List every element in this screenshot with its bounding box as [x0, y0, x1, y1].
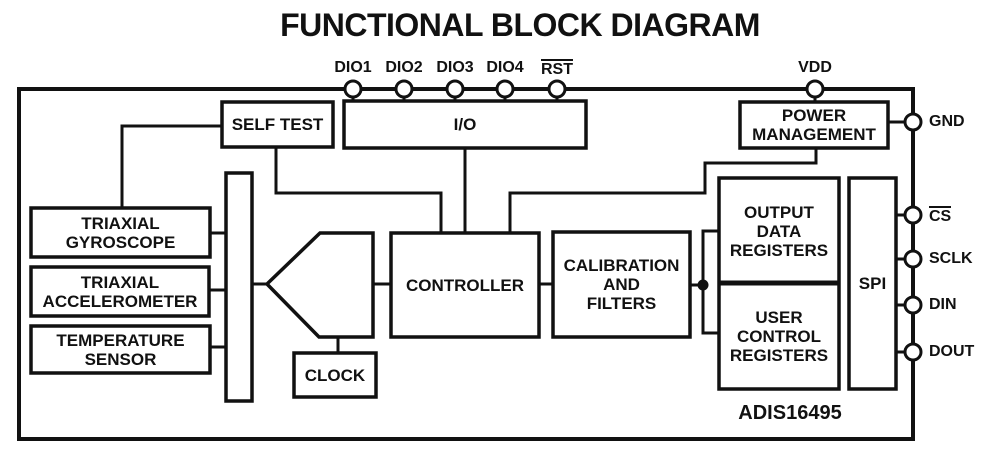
wire-selftest-to-gyro: [120, 124, 224, 210]
accelerometer-box: [29, 265, 211, 318]
rst-overline-text: RST: [541, 58, 573, 78]
wire-junction-dot: [697, 279, 709, 291]
pin-vdd: [805, 79, 825, 99]
pin-label-dio3: DIO3: [436, 59, 474, 76]
pin-dio1: [343, 79, 363, 99]
pin-dio2: [394, 79, 414, 99]
power-management-box: [738, 100, 890, 150]
cs-overline-text: CS: [929, 205, 952, 225]
mux-adc-shape: [264, 231, 375, 339]
page-title: FUNCTIONAL BLOCK DIAGRAM: [280, 7, 760, 43]
pin-dio3: [445, 79, 465, 99]
spi-box: [847, 176, 898, 391]
clock-box: [292, 351, 378, 399]
pin-label-din: DIN: [929, 296, 957, 313]
part-number-label: ADIS16495: [738, 401, 842, 424]
controller-box: [389, 231, 541, 339]
pin-dout: [903, 342, 923, 362]
pin-din: [903, 295, 923, 315]
sensor-bus-bar: [224, 171, 254, 403]
gyroscope-box: [29, 206, 212, 259]
pin-cs: [903, 205, 923, 225]
wire-selftest-to-controller: [274, 145, 443, 236]
pin-label-gnd: GND: [929, 113, 965, 130]
pin-label-rst: RST: [522, 57, 592, 79]
temperature-box: [29, 324, 212, 375]
pin-dio4: [495, 79, 515, 99]
wire-powermgmt-to-controller: [508, 146, 818, 236]
pin-label-cs: CS: [929, 204, 989, 226]
pin-label-vdd: VDD: [798, 59, 832, 76]
pin-sclk: [903, 249, 923, 269]
pin-label-dio2: DIO2: [385, 59, 423, 76]
self-test-box: [220, 100, 335, 149]
pin-label-dout: DOUT: [929, 343, 975, 360]
pin-label-dio1: DIO1: [334, 59, 372, 76]
io-box: [342, 99, 588, 150]
pin-rst: [547, 79, 567, 99]
pin-label-sclk: SCLK: [929, 250, 973, 267]
pin-label-dio4: DIO4: [486, 59, 524, 76]
pin-gnd: [903, 112, 923, 132]
calibration-box: [551, 230, 692, 339]
